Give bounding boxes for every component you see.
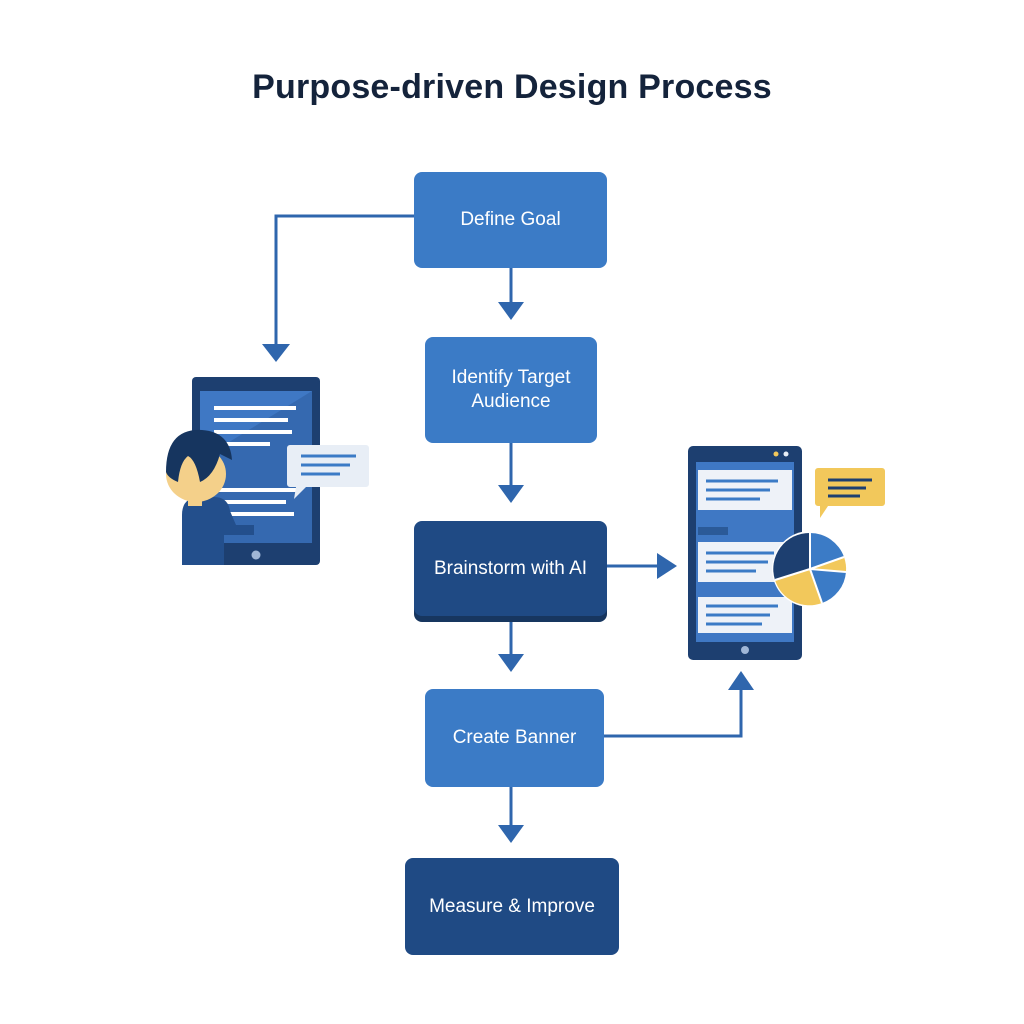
arrow-identify-to-brainstorm	[498, 443, 524, 503]
step-define-goal: Define Goal	[414, 172, 607, 268]
arrow-create-to-phone	[604, 671, 754, 738]
arrow-brainstorm-to-create	[498, 622, 524, 672]
arrow-define-to-tablet	[262, 214, 414, 362]
step-identify-target-audience: Identify Target Audience	[425, 337, 597, 443]
step-measure-improve-label: Measure & Improve	[429, 895, 595, 917]
step-define-goal-label: Define Goal	[460, 209, 561, 230]
step-create-banner: Create Banner	[425, 689, 604, 787]
arrow-define-to-identify	[498, 268, 524, 320]
step-measure-improve: Measure & Improve	[405, 858, 619, 955]
step-create-banner-label: Create Banner	[452, 727, 577, 748]
step-brainstorm-with-ai: Brainstorm with AI	[414, 521, 607, 616]
phone-with-pie-chart-icon	[688, 446, 885, 660]
tablet-with-person-icon	[166, 377, 369, 565]
step-brainstorm-with-ai-label: Brainstorm with AI	[433, 557, 588, 579]
page-title: Purpose-driven Design Process	[252, 68, 772, 106]
arrow-brainstorm-to-phone	[607, 553, 677, 579]
step-identify-target-audience-label: Identify Target Audience	[451, 367, 571, 412]
arrow-create-to-measure	[498, 787, 524, 843]
pie-chart-icon	[772, 531, 848, 607]
